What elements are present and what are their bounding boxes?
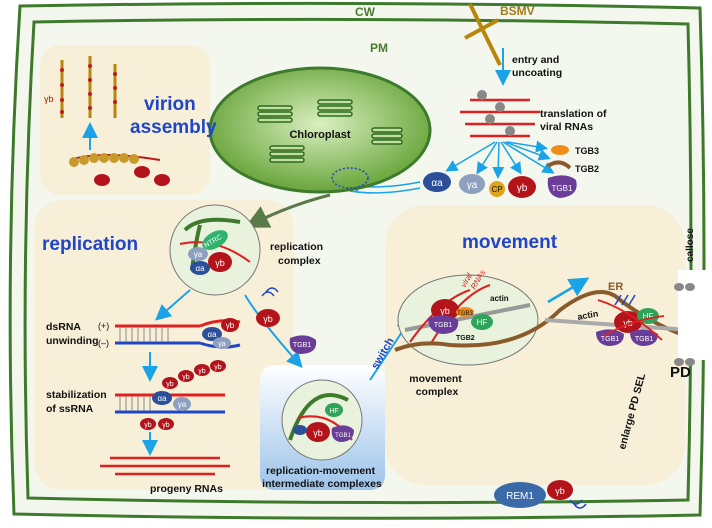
chloroplast-label: Chloroplast bbox=[289, 129, 350, 141]
er-label: ER bbox=[608, 281, 623, 293]
svg-text:TGB3: TGB3 bbox=[575, 146, 599, 156]
actin-label: actin bbox=[577, 308, 599, 321]
svg-text:γa: γa bbox=[218, 341, 226, 348]
bsmv-virion-icon bbox=[464, 3, 502, 66]
svg-text:γb: γb bbox=[440, 306, 450, 316]
plasma-membrane bbox=[23, 17, 693, 505]
replication-complex-label: replication complex bbox=[270, 241, 326, 267]
svg-text:γa: γa bbox=[178, 400, 187, 409]
svg-text:γb: γb bbox=[144, 422, 152, 429]
svg-text:HF: HF bbox=[477, 318, 488, 327]
svg-text:TGB1: TGB1 bbox=[335, 433, 351, 439]
cp-string-icon bbox=[69, 153, 170, 186]
protein-tgb2: TGB2 bbox=[546, 160, 599, 174]
svg-text:γb: γb bbox=[623, 318, 633, 328]
svg-text:TGB1: TGB1 bbox=[552, 184, 573, 193]
replication-title: replication bbox=[42, 234, 138, 255]
svg-text:γa: γa bbox=[467, 180, 478, 191]
svg-text:γb: γb bbox=[214, 364, 222, 371]
movement-complex-label: movement complex bbox=[409, 373, 464, 398]
to-dsrna-arrow bbox=[154, 289, 191, 321]
svg-text:γb: γb bbox=[44, 94, 54, 104]
plus-strand-label: (+) bbox=[98, 321, 109, 331]
translation-icon bbox=[460, 90, 540, 138]
svg-text:HF: HF bbox=[643, 312, 654, 321]
callose-deposits bbox=[674, 283, 695, 366]
dsrna-icon: αa γb γa bbox=[115, 318, 241, 349]
ssrna-stabilization-icon: αa γa γb γb γb γb γb γb bbox=[115, 360, 226, 430]
svg-text:αa: αa bbox=[195, 264, 205, 273]
to-pd-arrow bbox=[547, 277, 590, 304]
yb-tgb1-icon: γb TGB1 bbox=[256, 287, 317, 354]
chloroplast: Chloroplast bbox=[208, 66, 432, 194]
svg-text:γb: γb bbox=[517, 183, 528, 194]
svg-text:TGB2: TGB2 bbox=[456, 335, 475, 342]
minus-strand-label: (–) bbox=[98, 338, 109, 348]
svg-text:TGB1: TGB1 bbox=[293, 342, 311, 349]
svg-text:CP: CP bbox=[491, 185, 502, 194]
svg-text:γa: γa bbox=[194, 250, 203, 259]
plasmodesma bbox=[678, 270, 708, 360]
svg-text:TGB2: TGB2 bbox=[575, 164, 599, 174]
rm-complex-label: replication-movement intermediate comple… bbox=[262, 465, 382, 490]
callose-label: callose bbox=[685, 228, 696, 262]
svg-text:TGB1: TGB1 bbox=[635, 336, 653, 343]
protein-ya: γa bbox=[459, 174, 485, 194]
protein-tgb1: TGB1 bbox=[547, 175, 577, 198]
virion-rods-icon: γb bbox=[44, 56, 117, 118]
svg-text:γb: γb bbox=[166, 381, 174, 388]
svg-text:HF: HF bbox=[329, 408, 338, 415]
svg-text:γb: γb bbox=[215, 258, 225, 268]
pd-label: PD bbox=[670, 364, 691, 381]
cw-label: CW bbox=[355, 5, 376, 19]
stabilization-label: stabilization of ssRNA bbox=[46, 389, 110, 415]
svg-text:γb: γb bbox=[182, 374, 190, 381]
protein-tgb3: TGB3 bbox=[551, 145, 599, 156]
pm-label: PM bbox=[370, 41, 388, 55]
chloroplast-to-replication-arrow bbox=[244, 193, 331, 228]
translation-label: translation of viral RNAs bbox=[540, 108, 609, 133]
rem1-icon: REM1 γb bbox=[494, 480, 587, 509]
progeny-label: progeny RNAs bbox=[150, 483, 223, 495]
svg-text:αa: αa bbox=[431, 178, 443, 189]
svg-text:actin: actin bbox=[490, 294, 509, 303]
pd-complex-icon: γb HF TGB1 TGB1 bbox=[596, 294, 665, 346]
svg-text:TGB3: TGB3 bbox=[457, 311, 473, 317]
translation-arrows bbox=[445, 140, 555, 179]
virion-assembly-title: virion assembly bbox=[130, 94, 217, 138]
dsrna-label: dsRNA unwinding bbox=[46, 321, 99, 347]
protein-cp: CP bbox=[489, 181, 505, 197]
svg-text:γb: γb bbox=[162, 422, 170, 429]
replication-complex-icon: NTRC γa αa γb bbox=[169, 204, 261, 296]
svg-text:αa: αa bbox=[207, 330, 217, 339]
bsmv-label: BSMV bbox=[500, 4, 535, 18]
svg-text:TGB1: TGB1 bbox=[434, 322, 452, 329]
svg-text:γb: γb bbox=[198, 368, 206, 375]
rm-complex-icon: γb HF TGB1 bbox=[281, 379, 363, 461]
svg-text:αa: αa bbox=[157, 394, 167, 403]
movement-title: movement bbox=[462, 232, 558, 253]
entry-label: entry and uncoating bbox=[512, 54, 562, 79]
svg-text:γb: γb bbox=[313, 428, 323, 438]
svg-text:REM1: REM1 bbox=[506, 491, 534, 502]
svg-text:TGB1: TGB1 bbox=[601, 336, 619, 343]
protein-aa: αa bbox=[423, 172, 451, 192]
svg-text:γb: γb bbox=[263, 314, 273, 324]
progeny-rna-icon bbox=[100, 456, 230, 476]
svg-text:γb: γb bbox=[226, 321, 235, 330]
protein-yb: γb bbox=[508, 176, 536, 198]
svg-text:γb: γb bbox=[555, 486, 565, 496]
